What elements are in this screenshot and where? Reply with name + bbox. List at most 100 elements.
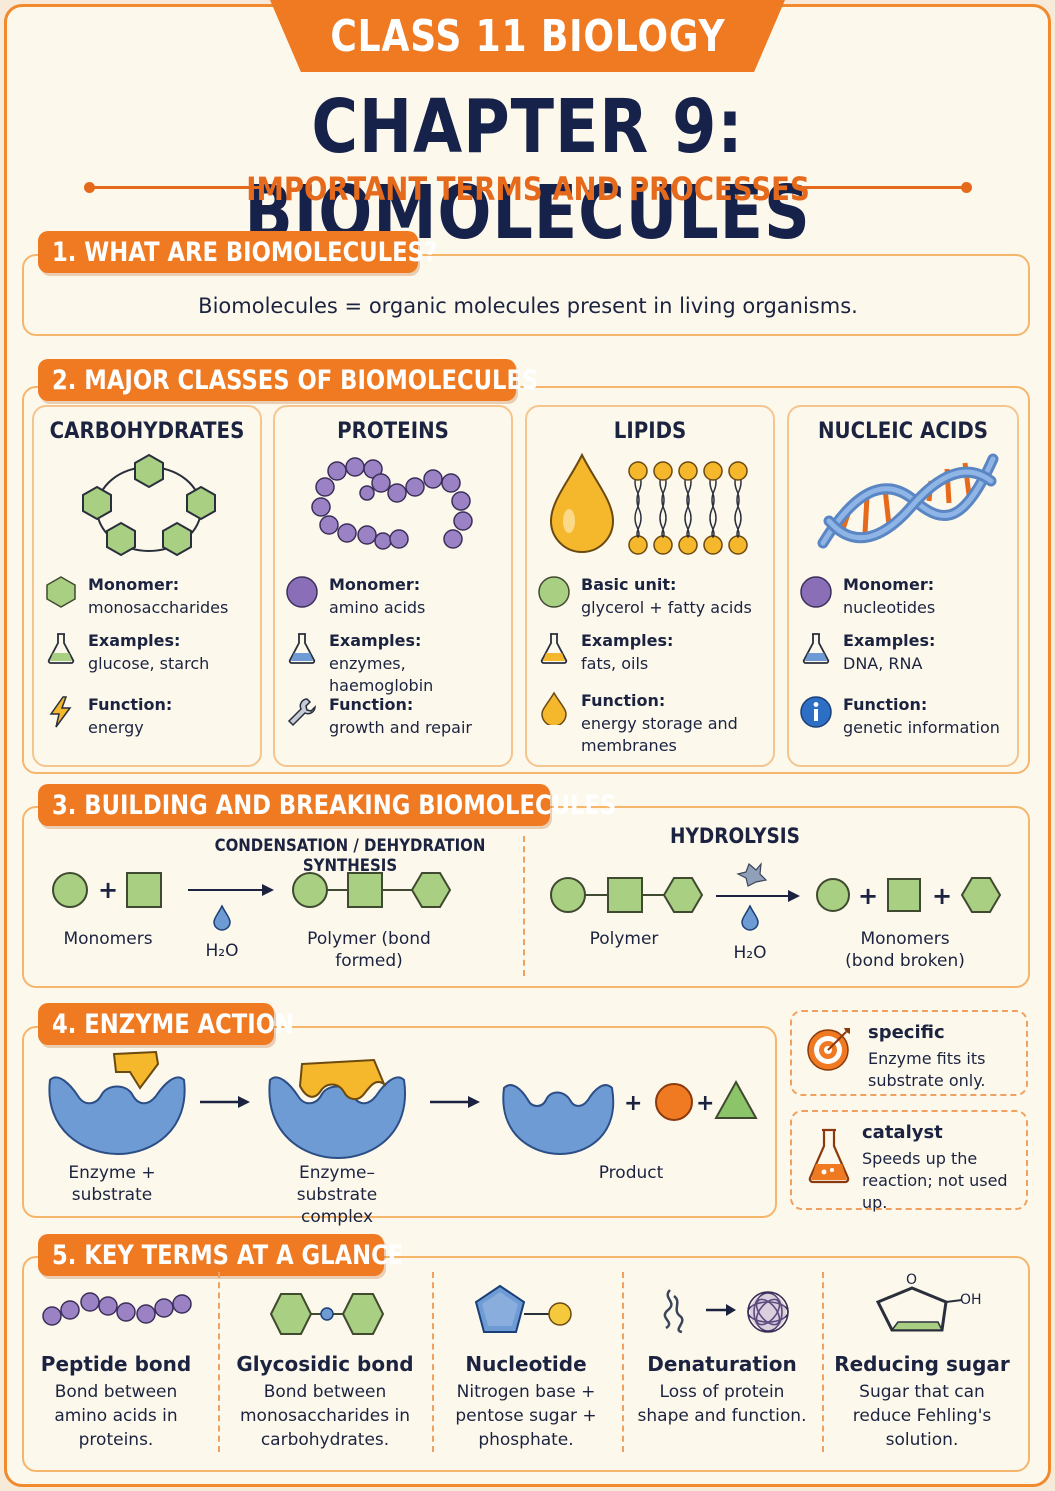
subtitle-dot-left [84, 182, 95, 193]
wrench-icon [287, 698, 316, 727]
svg-text:+: + [98, 876, 118, 904]
row-title: Examples: [88, 631, 181, 650]
subtitle-dot-right [961, 182, 972, 193]
row-monomer: Monomer: nucleotides [799, 575, 1011, 629]
row-function: Function: energy [44, 695, 254, 749]
row-value: nucleotides [843, 598, 936, 617]
row-title: Monomer: [843, 575, 935, 594]
svg-text:+: + [696, 1091, 714, 1116]
row-title: Monomer: [329, 575, 421, 594]
term-name: Nucleotide [465, 1352, 587, 1376]
card-proteins: PROTEINS Monomer: amino acids Examples: … [273, 405, 513, 767]
term-desc: Bond between monosaccharides in carbohyd… [239, 1382, 411, 1450]
ring-hydroxyl-label: OH [960, 1292, 982, 1308]
flask-icon [47, 633, 75, 664]
enzyme-product-label: Product [598, 1163, 664, 1183]
section-3-heading: 3. BUILDING AND BREAKING BIOMOLECULES [38, 784, 616, 826]
hydrolysis-polymer-label: Polymer [589, 929, 659, 949]
hydrolysis-monomers-label: Monomers (bond broken) [845, 929, 965, 971]
row-examples: Examples: glucose, starch [44, 631, 254, 685]
row-basic-unit: Basic unit: glycerol + fatty acids [537, 575, 767, 629]
circle-icon [538, 576, 570, 608]
row-title: Function: [88, 695, 173, 714]
term-desc: Loss of protein shape and function. [637, 1382, 807, 1426]
row-title: Examples: [581, 631, 674, 650]
term-denaturation: Denaturation Loss of protein shape and f… [622, 1272, 822, 1462]
row-value: energy storage and membranes [581, 714, 738, 755]
term-nucleotide: Nucleotide Nitrogen base + pentose sugar… [426, 1272, 626, 1462]
card-nucleic-acids: NUCLEIC ACIDS Monomer: nucleotides Examp… [787, 405, 1019, 767]
specific-title: specific [868, 1022, 945, 1043]
amino-acid-chain-icon [311, 457, 473, 550]
row-function: Function: energy storage and membranes [537, 691, 757, 755]
peptide-chain-icon [42, 1292, 192, 1326]
row-title: Examples: [329, 631, 422, 650]
row-value: enzymes, haemoglobin [329, 654, 434, 695]
section-4-heading-text: 4. ENZYME ACTION [52, 1008, 294, 1040]
specific-text: Enzyme fits its substrate only. [868, 1049, 986, 1090]
term-desc: Nitrogen base + pentose sugar + phosphat… [455, 1382, 597, 1450]
term-name: Reducing sugar [834, 1352, 1010, 1376]
term-divider [622, 1272, 624, 1452]
enzyme-action-diagram: + + [48, 1050, 758, 1160]
nucleotide-icon [474, 1284, 572, 1333]
row-function: Function: growth and repair [285, 695, 505, 749]
target-icon [807, 1028, 850, 1071]
card-title: CARBOHYDRATES [49, 419, 245, 444]
row-monomer: Monomer: amino acids [285, 575, 505, 629]
catalyst-title: catalyst [862, 1122, 943, 1143]
card-title: PROTEINS [337, 419, 449, 444]
term-desc: Bond between amino acids in proteins. [54, 1382, 178, 1450]
section-1-heading-text: 1. WHAT ARE BIOMOLECULES? [52, 236, 438, 268]
section-key-terms [22, 1256, 1030, 1472]
info-icon [800, 696, 832, 728]
drop-icon [541, 691, 567, 725]
card-title: NUCLEIC ACIDS [817, 419, 989, 444]
row-value: fats, oils [581, 654, 649, 673]
svg-text:+: + [624, 1091, 642, 1116]
row-value: monosaccharides [88, 598, 229, 617]
flask-icon [540, 633, 568, 664]
row-value: energy [88, 718, 144, 737]
lightning-icon [49, 696, 72, 728]
svg-text:+: + [858, 882, 878, 910]
denaturation-icon [663, 1289, 789, 1334]
specific-card: specific Enzyme fits its substrate only. [790, 1010, 1028, 1096]
flask-icon [288, 633, 316, 664]
section-5-heading-text: 5. KEY TERMS AT A GLANCE [52, 1239, 404, 1271]
row-title: Function: [329, 695, 414, 714]
condensation-water-label: H₂O [205, 941, 239, 961]
term-divider [432, 1272, 434, 1452]
row-examples: Examples: fats, oils [537, 631, 767, 685]
card-lipids: LIPIDS Basic unit: glycerol + fatty acid… [525, 405, 775, 767]
row-title: Monomer: [88, 575, 180, 594]
term-name: Denaturation [647, 1352, 797, 1376]
term-name: Peptide bond [40, 1352, 192, 1376]
condensation-diagram: + [52, 872, 452, 931]
hydrolysis-diagram: + + [550, 862, 1002, 931]
row-value: growth and repair [329, 718, 472, 737]
term-divider [218, 1272, 220, 1452]
term-peptide-bond: Peptide bond Bond between amino acids in… [16, 1272, 216, 1462]
condensation-monomers-label: Monomers [63, 929, 153, 949]
hexagon-icon [46, 576, 76, 608]
svg-text:+: + [932, 882, 952, 910]
carbohydrate-ring-icon [82, 453, 216, 557]
row-title: Basic unit: [581, 575, 677, 594]
card-carbohydrates: CARBOHYDRATES Monomer: monosaccharides E… [32, 405, 262, 767]
flask-icon [802, 633, 830, 664]
definition-text: Biomolecules = organic molecules present… [198, 294, 858, 318]
catalyst-card: catalyst Speeds up the reaction; not use… [790, 1110, 1028, 1212]
row-value: DNA, RNA [843, 654, 923, 673]
condensation-title: CONDENSATION / DEHYDRATION SYNTHESIS [214, 836, 486, 876]
term-name: Glycosidic bond [236, 1352, 414, 1376]
glycosidic-link-icon [269, 1293, 385, 1335]
hydrolysis-title: HYDROLYSIS [670, 824, 800, 848]
ring-oxygen-label: O [906, 1272, 917, 1288]
row-title: Function: [843, 695, 928, 714]
subtitle-rule-left [88, 186, 260, 189]
row-value: glycerol + fatty acids [581, 598, 752, 617]
condensation-polymer-label: Polymer (bond formed) [307, 929, 431, 971]
row-value: glucose, starch [88, 654, 210, 673]
section-definition: Biomolecules = organic molecules present… [22, 254, 1030, 336]
